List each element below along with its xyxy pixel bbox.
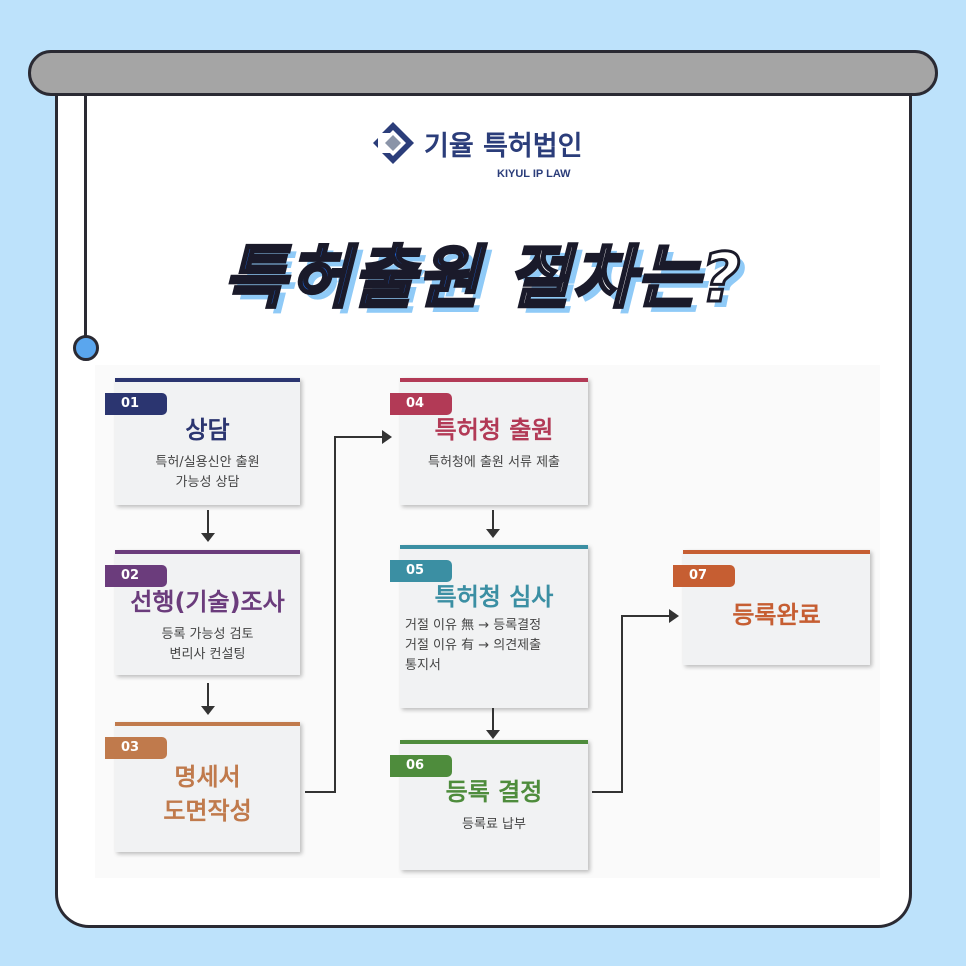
- arrow-head-icon: [669, 609, 679, 623]
- step-description: 등록료 납부: [462, 817, 526, 832]
- step-number: 06: [390, 755, 452, 777]
- connector-line: [492, 510, 494, 530]
- step-top-bar: [683, 550, 870, 554]
- process-diagram: 01 상담 특허/실용신안 출원 가능성 상담 02 선행(기술)조사 등록 가…: [95, 365, 880, 878]
- connector-line: [621, 615, 623, 793]
- connector-line: [207, 683, 209, 708]
- step-top-bar: [115, 378, 300, 382]
- logo: 기율 특허법인: [370, 120, 582, 166]
- step-box-04: 04 특허청 출원 특허청에 출원 서류 제출: [390, 378, 588, 505]
- arrow-head-icon: [486, 730, 500, 739]
- step-box-01: 01 상담 특허/실용신안 출원 가능성 상담: [105, 378, 300, 505]
- step-title: 등록완료: [732, 601, 821, 629]
- step-number: 02: [105, 565, 167, 587]
- step-number: 04: [390, 393, 452, 415]
- arrow-head-icon: [486, 529, 500, 538]
- title-part2: 절차는?: [506, 238, 743, 320]
- step-box-06: 06 등록 결정 등록료 납부: [390, 740, 588, 870]
- arrow-head-icon: [382, 430, 392, 444]
- page-title: 특허출원 절차는?: [0, 222, 966, 321]
- step-number: 07: [673, 565, 735, 587]
- title-part1: 특허출원: [222, 238, 482, 320]
- step-box-03: 03 명세서 도면작성: [105, 722, 300, 852]
- step-title: 등록 결정: [445, 778, 543, 806]
- logo-diamond-icon: [373, 122, 414, 164]
- connector-line: [592, 791, 622, 793]
- step-top-bar: [400, 378, 588, 382]
- connector-line: [334, 436, 384, 438]
- step-title: 상담: [185, 416, 230, 444]
- arrow-head-icon: [201, 706, 215, 715]
- step-top-bar: [400, 740, 588, 744]
- step-top-bar: [115, 550, 300, 554]
- logo-name: 기율 특허법인: [424, 130, 583, 162]
- step-title: 선행(기술)조사: [130, 588, 285, 616]
- pull-cord-knob: [73, 335, 99, 361]
- step-number: 01: [105, 393, 167, 415]
- connector-line: [334, 436, 336, 793]
- step-number: 05: [390, 560, 452, 582]
- step-description: 특허/실용신안 출원 가능성 상담: [155, 455, 260, 490]
- step-title: 명세서 도면작성: [163, 763, 252, 825]
- screen-rod: [28, 50, 938, 96]
- step-title: 특허청 심사: [434, 583, 554, 611]
- connector-line: [207, 510, 209, 535]
- pull-cord: [84, 96, 87, 336]
- step-top-bar: [115, 722, 300, 726]
- step-description: 특허청에 출원 서류 제출: [428, 455, 560, 470]
- connector-line: [492, 708, 494, 733]
- step-box-05: 05 특허청 심사 거절 이유 無 → 등록결정 거절 이유 有 → 의견제출 …: [390, 545, 588, 708]
- step-number: 03: [105, 737, 167, 759]
- step-box-07: 07 등록완료: [673, 550, 870, 665]
- step-description: 등록 가능성 검토 변리사 컨설팅: [161, 627, 254, 662]
- step-top-bar: [400, 545, 588, 549]
- connector-line: [305, 791, 335, 793]
- logo-subtitle: KIYUL IP LAW: [497, 168, 571, 180]
- arrow-head-icon: [201, 533, 215, 542]
- step-box-02: 02 선행(기술)조사 등록 가능성 검토 변리사 컨설팅: [105, 550, 300, 675]
- connector-line: [621, 615, 671, 617]
- step-title: 특허청 출원: [434, 416, 554, 444]
- step-description: 거절 이유 無 → 등록결정 거절 이유 有 → 의견제출 통지서: [405, 618, 542, 673]
